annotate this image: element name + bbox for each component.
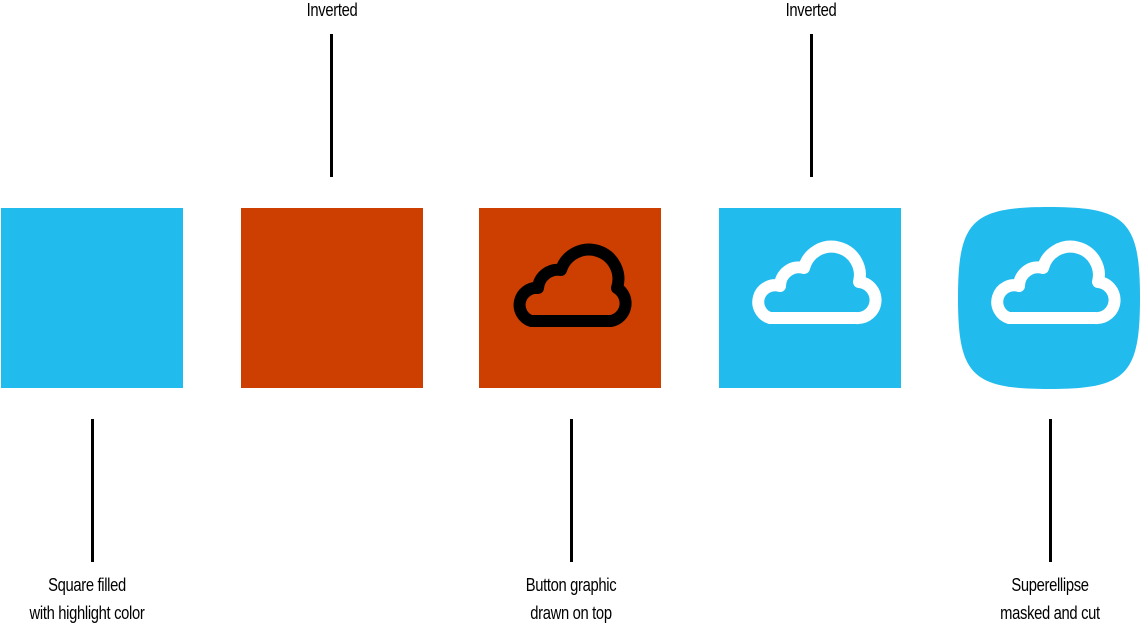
cloud-icon [752,240,882,325]
inverted-square-shape [241,208,423,388]
inverted-square-with-cloud [719,208,901,388]
highlight-square-shape [1,208,183,388]
superellipse-label: Superellipse masked and cut [976,571,1124,627]
inverted-label-2: Inverted [762,0,860,24]
button-graphic-label: Button graphic drawn on top [489,571,653,627]
inverted-label-1: Inverted [283,0,381,24]
connector-line-inverted-1 [330,34,333,177]
inverted-square [241,208,423,388]
cloud-icon [991,240,1121,325]
square-filled-label: Square filled with highlight color [5,571,169,627]
superellipse-label-line1: Superellipse [1011,575,1089,595]
square-filled-label-line2: with highlight color [29,603,145,623]
highlight-square [1,208,183,388]
connector-line-button-graphic [570,419,573,562]
inverted-square-with-cloud-shape [719,208,901,388]
connector-line-superellipse [1049,419,1052,562]
superellipse-with-cloud [958,207,1140,389]
button-graphic-label-line2: drawn on top [530,603,612,623]
connector-line-square-filled [91,419,94,562]
cloud-icon [513,243,632,327]
square-with-cloud-shape [479,208,661,388]
inverted-label-2-text: Inverted [785,0,837,20]
square-with-cloud [479,208,661,388]
connector-line-inverted-2 [810,34,813,177]
superellipse-shape [958,207,1140,389]
inverted-label-1-text: Inverted [306,0,358,20]
superellipse-label-line2: masked and cut [1000,603,1100,623]
button-graphic-label-line1: Button graphic [525,575,617,595]
square-filled-label-line1: Square filled [48,575,126,595]
